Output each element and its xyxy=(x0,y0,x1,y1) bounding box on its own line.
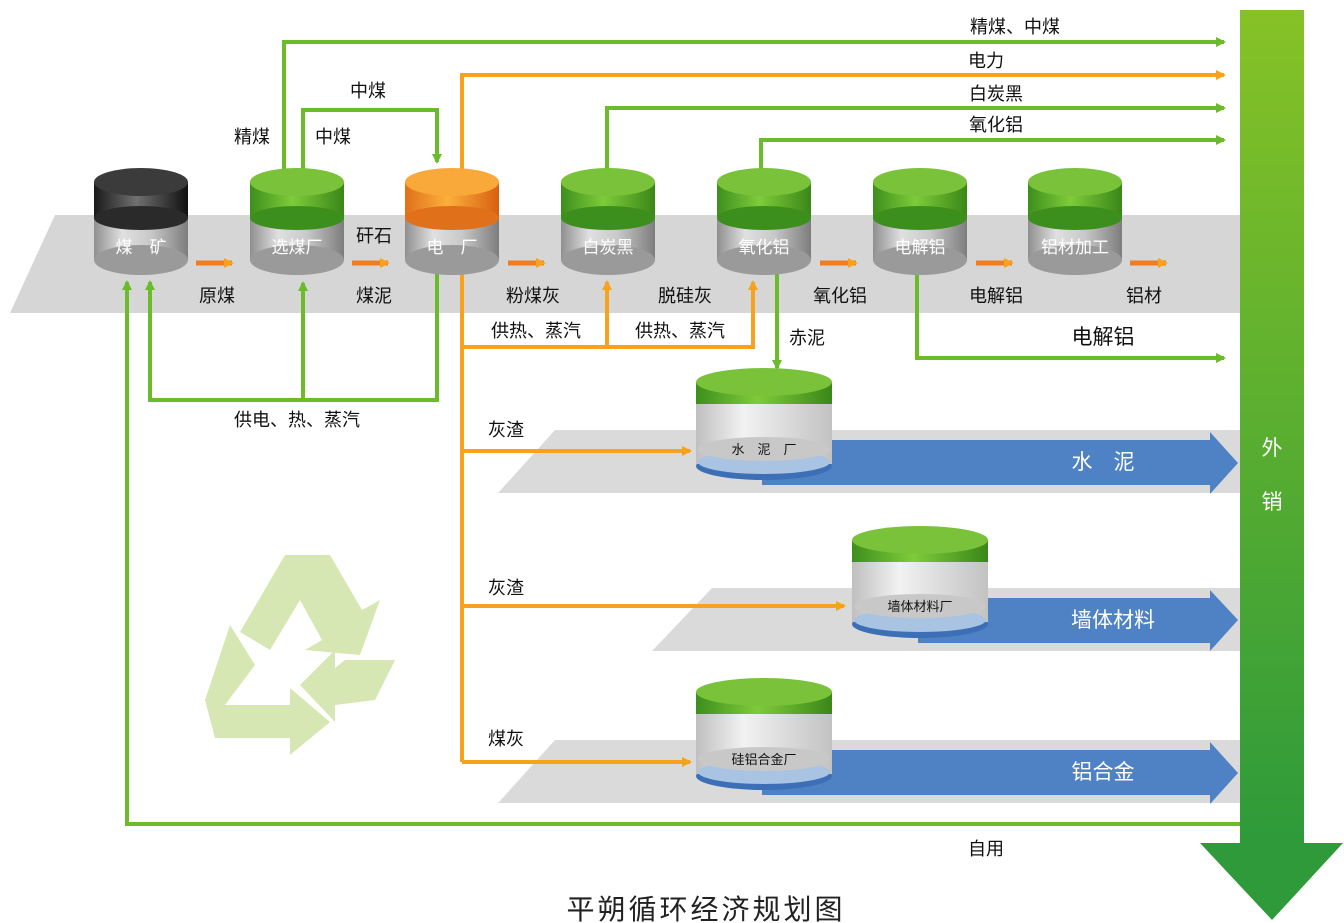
middling-label-1: 中煤 xyxy=(315,127,351,148)
cement-plant-node: 水 泥 厂 xyxy=(696,368,832,480)
orange-flow-lines xyxy=(460,70,1226,767)
coal-mine-label: 煤 矿 xyxy=(116,238,167,258)
electricity-output-label: 电力 xyxy=(968,51,1004,72)
white-carbon-output-label: 白炭黑 xyxy=(969,84,1023,105)
sales-label-1: 外 xyxy=(1262,436,1283,460)
power-plant-label: 电 厂 xyxy=(427,238,478,258)
fine-coal-label: 精煤 xyxy=(234,127,270,148)
gangue-label: 矸石 xyxy=(356,226,392,247)
wall-plant-node: 墙体材料厂 xyxy=(852,526,988,638)
electrolysis-node: 电解铝 xyxy=(873,168,967,275)
fly-ash-label: 粉煤灰 xyxy=(506,286,560,307)
coal-ash-label: 煤灰 xyxy=(488,729,524,750)
slime-label: 煤泥 xyxy=(356,286,392,307)
alloy-plant-node: 硅铝合金厂 xyxy=(696,678,832,790)
white-carbon-node: 白炭黑 xyxy=(561,168,655,275)
supply-label: 供电、热、蒸汽 xyxy=(234,410,360,431)
electrolytic-al-flow-label: 电解铝 xyxy=(969,286,1023,307)
cement-product-label: 水 泥 xyxy=(1072,450,1135,474)
recycle-icon xyxy=(205,555,395,755)
sales-label-2: 销 xyxy=(1262,490,1283,514)
cement-product-arrow xyxy=(762,432,1238,494)
alloy-plant-label: 硅铝合金厂 xyxy=(731,752,796,768)
self-use-label: 自用 xyxy=(968,839,1004,860)
heat-steam-label-2: 供热、蒸汽 xyxy=(635,321,725,342)
alumina-output-label: 氧化铝 xyxy=(969,115,1023,136)
fine-middling-output-label: 精煤、中煤 xyxy=(970,17,1060,38)
alloy-product-label: 铝合金 xyxy=(1072,760,1135,784)
electrolytic-al-output-label: 电解铝 xyxy=(1072,325,1135,349)
external-sales-arrow xyxy=(1200,10,1343,920)
washing-plant-label: 选煤厂 xyxy=(272,238,323,258)
white-carbon-label: 白炭黑 xyxy=(583,238,634,258)
coal-mine-node: 煤 矿 xyxy=(94,168,188,275)
processing-label: 铝材加工 xyxy=(1041,238,1109,258)
alumina-label: 氧化铝 xyxy=(739,238,790,258)
wall-product-arrow xyxy=(918,590,1238,651)
alloy-product-arrow xyxy=(762,742,1238,804)
cement-plant-label: 水 泥 厂 xyxy=(731,443,796,458)
electrolysis-label: 电解铝 xyxy=(895,238,946,258)
ash-slag-label-1: 灰渣 xyxy=(488,420,524,441)
green-flow-lines xyxy=(122,37,1240,826)
diagram-title: 平朔循环经济规划图 xyxy=(566,893,845,923)
al-material-label: 铝材 xyxy=(1126,286,1162,307)
power-plant-node: 电 厂 xyxy=(405,168,499,275)
processing-node: 铝材加工 xyxy=(1028,168,1122,275)
raw-coal-label: 原煤 xyxy=(199,286,235,307)
wall-product-label: 墙体材料 xyxy=(1071,608,1155,632)
washing-plant-node: 选煤厂 xyxy=(250,168,344,275)
desilicated-ash-label: 脱硅灰 xyxy=(658,286,712,307)
ash-slag-label-2: 灰渣 xyxy=(488,578,524,599)
red-mud-label: 赤泥 xyxy=(789,328,825,349)
heat-steam-label-1: 供热、蒸汽 xyxy=(491,321,581,342)
alumina-flow-label: 氧化铝 xyxy=(813,286,867,307)
middling-label-2: 中煤 xyxy=(350,81,386,102)
wall-plant-label: 墙体材料厂 xyxy=(887,600,952,615)
alumina-node: 氧化铝 xyxy=(717,168,811,275)
